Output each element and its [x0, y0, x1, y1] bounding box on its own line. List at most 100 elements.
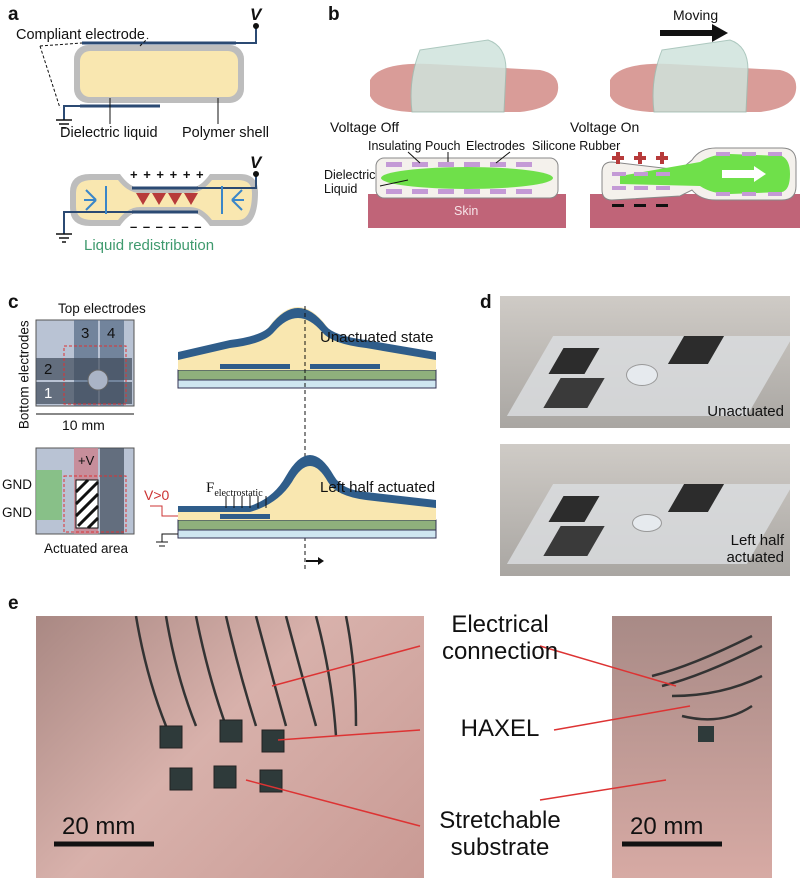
shift-arrow-icon	[306, 557, 324, 565]
panel-e-leaders	[54, 645, 722, 847]
leader-compliant-3	[139, 37, 149, 47]
label-electrode-4: 4	[107, 325, 116, 342]
leader-haxel-right	[553, 705, 691, 731]
haxel-pads	[159, 719, 285, 793]
panel-a-label: a	[8, 4, 19, 25]
leader-compliant-2	[39, 45, 61, 109]
label-left-half-actuated: Left half actuated	[320, 479, 436, 496]
label-charges-plus: + + + + + +	[130, 167, 205, 182]
electrostatic-arrows	[225, 496, 267, 508]
top-electrode-lead	[236, 28, 257, 44]
label-dielectric-liquid-b: Dielectric Liquid	[324, 168, 376, 197]
pouch-on-photo	[652, 39, 749, 113]
label-dielectric-liquid: Dielectric liquid	[60, 125, 158, 141]
finger-haxel-pad	[698, 726, 714, 742]
label-voltage-top: V	[250, 5, 262, 24]
label-actuated-area: Actuated area	[44, 541, 129, 556]
label-electrodes: Electrodes	[466, 139, 526, 153]
ground-lead-c	[161, 533, 178, 542]
label-scale-e-left: 20 mm	[62, 813, 136, 840]
leader-haxel-left	[277, 729, 421, 741]
finger-traces	[651, 634, 763, 742]
label-stretchable-substrate: Stretchable substrate	[439, 807, 561, 861]
liquid-on	[620, 154, 790, 194]
gnd-region	[36, 470, 62, 520]
panel-b-diagram	[368, 24, 800, 228]
electrode-1	[36, 382, 132, 404]
label-moving: Moving	[673, 7, 719, 23]
actuated-top-lead	[198, 176, 257, 189]
leader-connection-right	[539, 645, 677, 687]
leader-compliant-1	[39, 42, 83, 47]
photo-hand	[36, 616, 424, 878]
label-electrode-2: 2	[44, 361, 53, 378]
label-left-half-actuated-d: Left half actuated	[726, 532, 784, 567]
plus-charges-icon	[612, 152, 668, 164]
panel-c-label: c	[8, 292, 19, 313]
label-gnd-2: GND	[2, 505, 32, 520]
photo-left-half-actuated	[500, 444, 790, 576]
label-f-main: F	[206, 480, 215, 496]
panel-e-label: e	[8, 593, 19, 614]
liquid-off	[381, 167, 553, 189]
label-silicone-rubber: Silicone Rubber	[532, 139, 621, 153]
label-gnd-1: GND	[2, 477, 32, 492]
label-voltage-on: Voltage On	[570, 119, 640, 135]
panel-b-label: b	[328, 4, 340, 25]
label-unactuated-state: Unactuated state	[320, 329, 434, 346]
leader-substrate-left	[245, 779, 421, 827]
label-scale-e-right: 20 mm	[630, 813, 704, 840]
label-voltage-off: Voltage Off	[330, 119, 400, 135]
actuated-bottom-lead	[63, 211, 132, 234]
photo-finger	[612, 616, 772, 878]
label-liquid-redistribution: Liquid redistribution	[84, 237, 215, 254]
electrodes-off	[386, 162, 532, 194]
moving-arrow-icon	[660, 24, 728, 42]
leader-silicone	[495, 151, 511, 164]
hatch-pattern	[74, 478, 100, 530]
label-electrode-1: 1	[44, 385, 53, 402]
panel-a-diagram	[39, 23, 259, 243]
label-compliant-electrode: Compliant electrode	[16, 27, 145, 43]
label-plus-v: +V	[78, 453, 95, 468]
label-unactuated: Unactuated	[707, 403, 784, 420]
label-haxel: HAXEL	[460, 715, 540, 742]
pouch-off-photo	[410, 39, 507, 113]
label-skin: Skin	[454, 204, 479, 218]
leader-pouch	[407, 151, 421, 164]
label-electrical-connection: Electrical connection	[441, 611, 559, 665]
label-v-gt0: V>0	[144, 487, 170, 503]
label-insulating-pouch: Insulating Pouch	[368, 139, 461, 153]
ground-symbol-2	[56, 233, 72, 243]
v-lead	[150, 505, 178, 517]
bubble-unactuated	[626, 364, 658, 386]
skin-block-off	[368, 194, 566, 228]
panel-c: Top electrodes Bottom electrodes 3 4 2 1…	[0, 290, 480, 580]
active-region-top	[63, 345, 127, 405]
photo-unactuated	[500, 296, 790, 428]
label-charges-minus: – – – – – –	[130, 219, 203, 234]
ground-symbol-c	[156, 541, 168, 547]
cross-section-unactuated	[177, 307, 437, 389]
label-f-electrostatic: Felectrostatic	[206, 480, 263, 499]
hand-traces	[134, 616, 358, 793]
voltage-terminal	[253, 23, 259, 29]
minus-charges-icon	[612, 204, 668, 207]
bottom-electrode-lead	[63, 105, 80, 120]
flow-arrow-icon	[722, 166, 766, 182]
cross-section-actuated	[177, 455, 437, 539]
panel-b: Moving Voltage Off Voltage On Insulating…	[320, 0, 800, 270]
label-voltage-bottom: V	[250, 153, 262, 172]
label-polymer-shell: Polymer shell	[182, 125, 270, 141]
voltage-terminal-2	[253, 171, 259, 177]
label-top-electrodes: Top electrodes	[58, 301, 146, 316]
panel-c-diagram	[35, 306, 437, 570]
label-f-sub: electrostatic	[214, 488, 263, 499]
leader-liquid	[379, 179, 409, 187]
dielectric-liquid-shape	[80, 51, 238, 97]
leader-substrate-right	[539, 779, 667, 801]
electrodes-on	[612, 152, 782, 196]
panel-e: Electrical connection HAXEL Stretchable …	[0, 600, 800, 884]
label-scale-c: 10 mm	[62, 417, 105, 433]
panel-a: Compliant electrode V Dielectric liquid …	[0, 0, 320, 270]
